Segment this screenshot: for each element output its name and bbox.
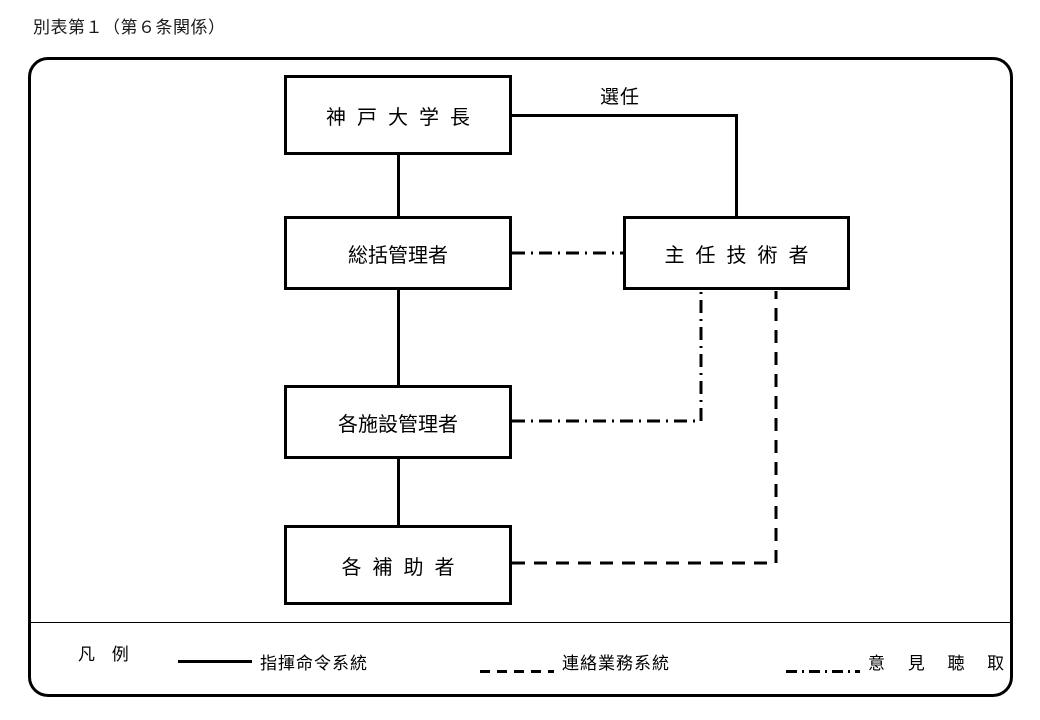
org-box-general-manager-label: 総括管理者 — [348, 244, 448, 267]
legend-dashed-glyph — [480, 669, 554, 673]
connector-president-to-general-manager — [397, 152, 400, 219]
chart-outer-frame — [28, 57, 1013, 697]
edge-label-appointment: 選任 — [596, 82, 645, 109]
legend-sample-dash-dot-line — [786, 660, 860, 673]
legend-label-opinion: 意 見 聴 取 — [868, 653, 1014, 673]
legend-dash-dot-glyph — [786, 669, 860, 673]
org-box-facility-manager[interactable]: 各施設管理者 — [284, 385, 512, 459]
connector-appointment-horizontal — [509, 114, 738, 117]
org-box-assistant[interactable]: 各補助者 — [284, 525, 512, 605]
legend-divider — [31, 622, 1010, 623]
legend-item-opinion: 意 見 聴 取 — [786, 648, 1013, 674]
legend-item-liaison: 連絡業務系統 — [480, 648, 670, 674]
org-box-chief-engineer[interactable]: 主任技術者 — [623, 216, 850, 290]
org-box-president[interactable]: 神戸大学長 — [284, 75, 512, 155]
legend-item-command: 指揮命令系統 — [178, 648, 368, 674]
org-box-chief-engineer-label: 主任技術者 — [664, 244, 820, 267]
legend-label-liaison: 連絡業務系統 — [562, 653, 670, 673]
org-box-facility-manager-label: 各施設管理者 — [338, 413, 458, 436]
connector-appointment-vertical — [735, 114, 738, 219]
legend-sample-solid-line — [178, 659, 252, 663]
org-box-president-label: 神戸大学長 — [326, 106, 481, 129]
legend-label-command: 指揮命令系統 — [260, 653, 368, 673]
org-box-general-manager[interactable]: 総括管理者 — [284, 216, 512, 290]
org-box-assistant-label: 各補助者 — [341, 556, 466, 579]
legend-sample-dashed-line — [480, 660, 554, 673]
connector-facility-manager-to-assistant — [397, 456, 400, 528]
page-title: 別表第１（第６条関係） — [33, 18, 226, 37]
connector-general-manager-to-facility-manager — [397, 287, 400, 388]
legend-title: 凡 例 — [78, 645, 135, 664]
